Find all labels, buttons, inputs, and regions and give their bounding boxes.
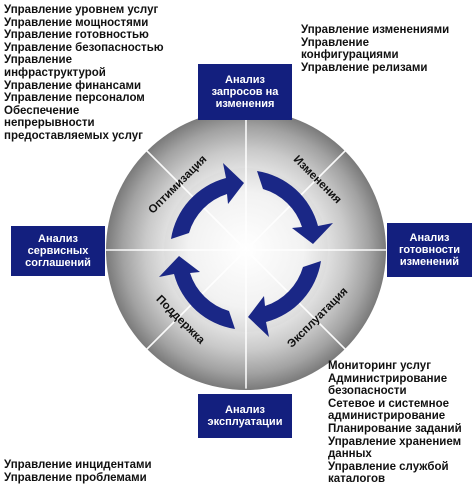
box-request-analysis-line-2: запросов на <box>211 86 279 98</box>
list-top-right: Управление изменениями Управление конфиг… <box>301 24 449 74</box>
list-bottom-left: Управление инцидентами Управление пробле… <box>4 459 152 484</box>
list-item: Управление инцидентами <box>4 459 152 471</box>
list-item: Управление проблемами <box>4 471 147 484</box>
list-top-left: Управление уровнем услуг Управление мощн… <box>4 4 164 143</box>
arrow-top-right-icon <box>257 171 333 244</box>
box-service-agreement-analysis: Анализ сервисных соглашений <box>11 226 105 276</box>
box-readiness-analysis: Анализ готовности изменений <box>387 223 472 277</box>
box-request-analysis-line-1: Анализ <box>225 74 265 86</box>
arrow-top-left-icon <box>171 163 244 239</box>
list-item: Управление <box>4 54 72 67</box>
list-item: Управление безопасностью <box>4 41 164 54</box>
box-readiness-analysis-line-1: Анализ <box>409 232 450 244</box>
box-operation-analysis-line-1: Анализ <box>225 404 265 416</box>
cycle-arrows <box>159 163 333 337</box>
list-item: Управление <box>301 36 369 49</box>
list-bottom-right: Мониторинг услуг Администрирование безоп… <box>328 360 462 486</box>
cross-lines <box>105 111 387 389</box>
list-item: данных <box>328 448 372 461</box>
box-service-agreement-analysis-line-2: сервисных <box>27 245 89 257</box>
list-item: безопасности <box>328 385 407 398</box>
list-item: Управление персоналом <box>4 92 145 105</box>
list-item: Управление уровнем услуг <box>4 4 159 16</box>
arrow-bottom-left-icon <box>159 256 235 329</box>
box-operation-analysis-line-2: эксплуатации <box>207 416 283 428</box>
list-item: Администрирование <box>328 372 448 385</box>
list-item: Управление мощностями <box>4 16 149 29</box>
list-item: Сетевое и системное <box>328 397 449 410</box>
box-request-analysis-line-3: изменения <box>215 98 275 110</box>
list-item: конфигурациями <box>301 49 399 62</box>
list-item: Обеспечение <box>4 104 80 117</box>
list-item: Управление финансами <box>4 79 142 92</box>
box-request-analysis: Анализ запросов на изменения <box>198 64 292 120</box>
list-item: Управление службой <box>328 460 449 473</box>
list-item: Мониторинг услуг <box>328 360 431 372</box>
list-item: Планирование заданий <box>328 422 462 435</box>
list-item: Управление готовностью <box>4 29 149 42</box>
box-readiness-analysis-line-2: готовности <box>398 244 461 256</box>
box-service-agreement-analysis-line-1: Анализ <box>38 233 78 245</box>
list-item: Управление изменениями <box>301 24 450 36</box>
box-service-agreement-analysis-line-3: соглашений <box>25 257 91 269</box>
list-item: администрирование <box>328 410 446 423</box>
list-item: Управление релизами <box>301 61 428 74</box>
list-item: инфраструктурой <box>4 66 106 79</box>
list-item: предоставляемых услуг <box>4 129 143 142</box>
box-readiness-analysis-line-3: изменений <box>399 256 460 268</box>
box-operation-analysis: Анализ эксплуатации <box>198 394 292 438</box>
list-item: непрерывности <box>4 117 95 130</box>
list-item: каталогов <box>328 473 386 486</box>
list-item: Управление хранением <box>328 435 462 448</box>
arrow-bottom-right-icon <box>248 261 321 337</box>
